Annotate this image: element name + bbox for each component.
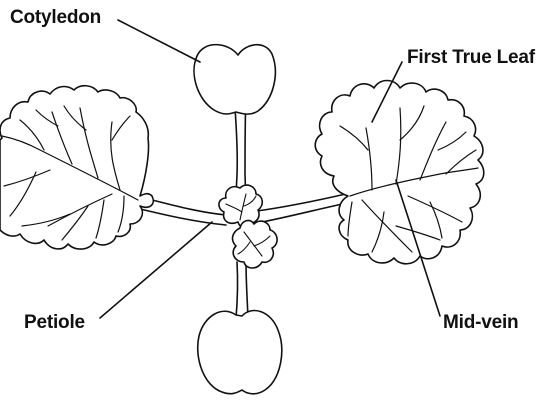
center-lower-leaflet — [233, 221, 278, 268]
left-true-leaf — [0, 86, 153, 249]
cotyledon-leader — [118, 20, 200, 62]
lower-cotyledon-stalk — [236, 262, 248, 318]
right-petiole — [250, 193, 352, 224]
upper-cotyledon — [194, 45, 275, 115]
mid-vein-label: Mid-vein — [443, 313, 518, 332]
center-upper-leaflet — [219, 185, 262, 226]
first-true-leaf-label: First True Leaf — [407, 48, 535, 67]
cotyledon-label: Cotyledon — [10, 8, 101, 27]
petiole-label: Petiole — [24, 313, 85, 332]
lower-cotyledon — [198, 311, 282, 394]
